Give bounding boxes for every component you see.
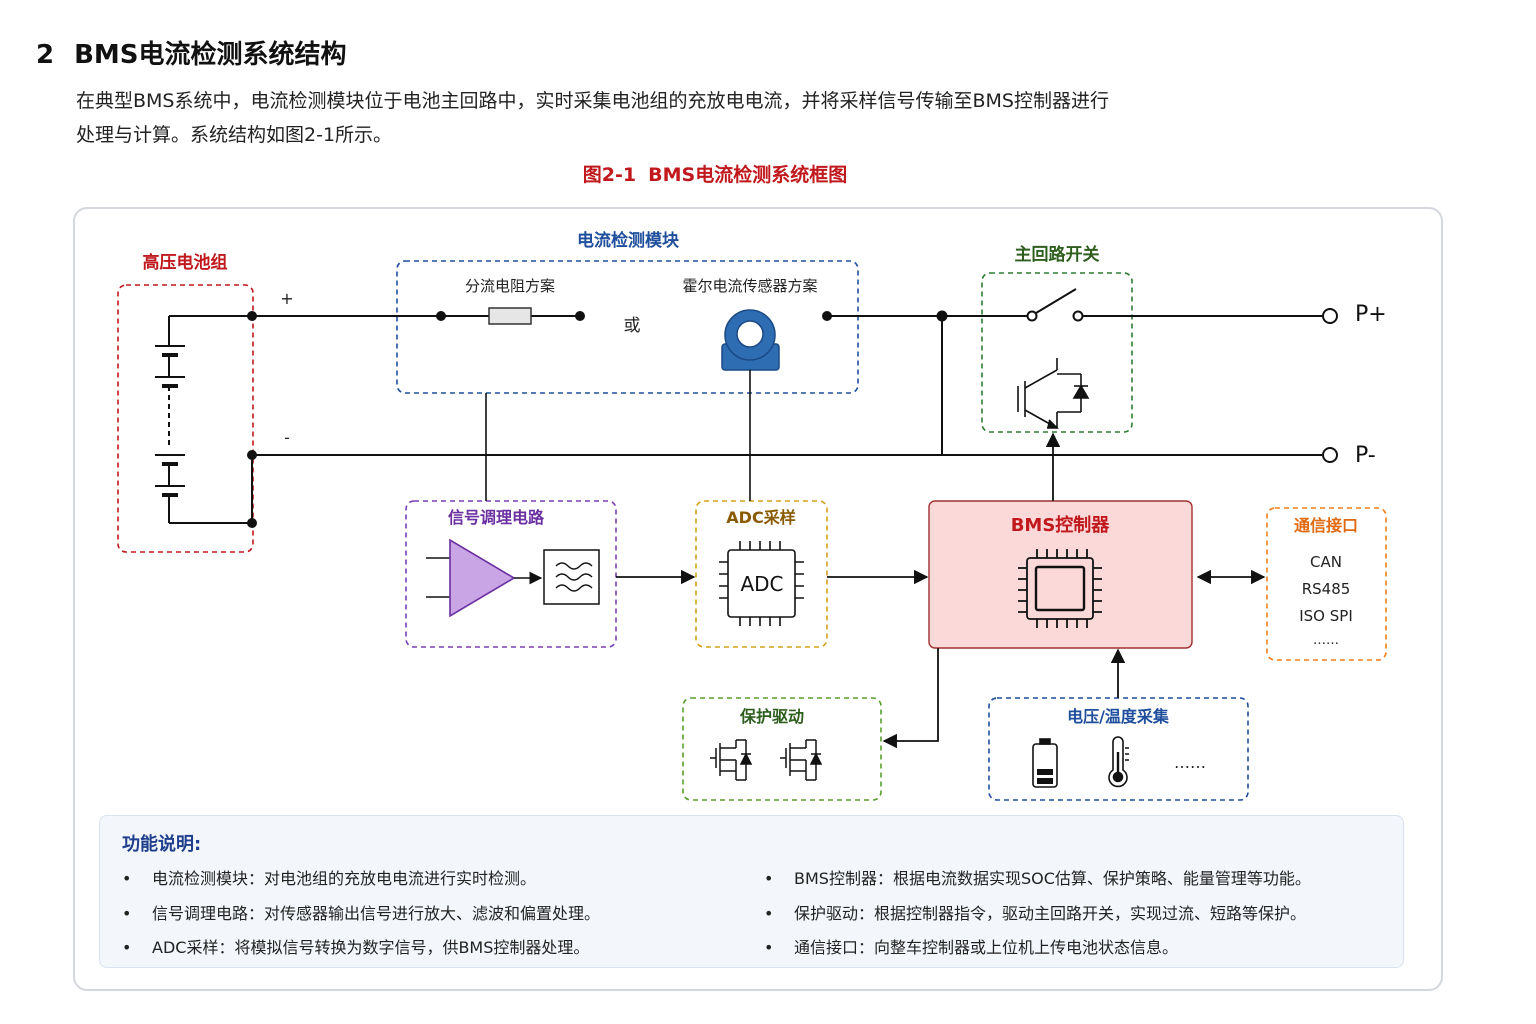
comm-interface-label: 通信接口 — [1294, 516, 1358, 535]
igbt-icon — [1017, 358, 1090, 429]
comm-item-can: CAN — [1310, 553, 1342, 571]
hall-sensor-icon — [721, 309, 780, 371]
adc-chip-icon — [719, 541, 804, 626]
hall-label: 霍尔电流传感器方案 — [682, 277, 817, 295]
note-text: ADC采样：将模拟信号转换为数字信号，供BMS控制器处理。 — [152, 938, 590, 957]
bms-controller-box — [928, 500, 1193, 649]
mosfet-icon-1 — [710, 739, 753, 781]
main-switch-label: 主回路开关 — [1015, 244, 1100, 265]
switch-icon — [1026, 288, 1084, 322]
notes-title: 功能说明: — [122, 834, 202, 855]
current-module-box — [396, 260, 859, 394]
adc-label: ADC采样 — [726, 508, 795, 527]
voltage-temp-label: 电压/温度采集 — [1067, 707, 1170, 726]
terminal-circles — [1322, 308, 1338, 463]
section-title: 2 BMS电流检测系统结构 — [36, 34, 347, 71]
shunt-label: 分流电阻方案 — [465, 277, 555, 295]
comm-item-isospi: ISO SPI — [1299, 607, 1353, 625]
diagram-frame — [73, 207, 1443, 991]
figure-caption: 图2-1 BMS电流检测系统框图 — [0, 160, 1430, 187]
note-text: BMS控制器：根据电流数据实现SOC估算、保护策略、能量管理等功能。 — [794, 869, 1311, 888]
notes-right-list: •BMS控制器：根据电流数据实现SOC估算、保护策略、能量管理等功能。 •保护驱… — [764, 862, 1311, 966]
or-label: 或 — [624, 316, 641, 336]
note-text: 保护驱动：根据控制器指令，驱动主回路开关，实现过流、短路等保护。 — [794, 903, 1307, 923]
list-item: •ADC采样：将模拟信号转换为数字信号，供BMS控制器处理。 — [122, 938, 590, 957]
main-switch-box — [981, 272, 1133, 433]
list-item: •BMS控制器：根据电流数据实现SOC估算、保护策略、能量管理等功能。 — [764, 869, 1311, 888]
intro-line-2: 处理与计算。系统结构如图2-1所示。 — [76, 124, 393, 146]
shunt-resistor-icon — [488, 307, 532, 325]
section-title-text: BMS电流检测系统结构 — [74, 40, 347, 70]
voltage-temp-more: …… — [1174, 753, 1206, 772]
section-number: 2 — [36, 40, 55, 70]
terminal-p-plus: P+ — [1355, 302, 1387, 327]
note-text: 通信接口：向整车控制器或上位机上传电池状态信息。 — [794, 938, 1179, 957]
adc-box — [695, 500, 828, 648]
battery-pack-box — [117, 284, 254, 553]
protection-driver-box — [682, 697, 882, 801]
signal-conditioning-box — [405, 500, 617, 648]
signal-wires — [485, 370, 751, 501]
list-item: •保护驱动：根据控制器指令，驱动主回路开关，实现过流、短路等保护。 — [764, 903, 1307, 923]
signal-arrows — [616, 432, 1266, 749]
junction-dots — [247, 310, 948, 528]
filter-icon — [543, 549, 600, 605]
thermometer-icon — [1108, 736, 1129, 788]
terminal-p-minus: P- — [1355, 443, 1376, 468]
notes-left-list: •电流检测模块：对电池组的充放电电流进行实时检测。 •信号调理电路：对传感器输出… — [122, 862, 600, 966]
battery-pack-label: 高压电池组 — [143, 252, 228, 273]
protection-driver-label: 保护驱动 — [739, 707, 804, 726]
battery-cells-icon — [155, 315, 253, 524]
comm-interface-box — [1266, 507, 1387, 661]
main-circuit-wires — [252, 315, 1322, 456]
battery-level-icon — [1032, 738, 1058, 788]
comm-item-rs485: RS485 — [1302, 580, 1351, 598]
intro-line-1: 在典型BMS系统中，电流检测模块位于电池主回路中，实时采集电池组的充放电电流，并… — [76, 90, 1109, 112]
function-notes-panel: 功能说明: •电流检测模块：对电池组的充放电电流进行实时检测。 •信号调理电路：… — [99, 815, 1404, 968]
mosfet-icon-2 — [780, 739, 823, 781]
figure-title: BMS电流检测系统框图 — [648, 164, 848, 186]
figure-number: 图2-1 — [582, 164, 637, 186]
current-module-label: 电流检测模块 — [577, 230, 680, 251]
controller-chip-icon — [1018, 549, 1102, 628]
intro-paragraph: 在典型BMS系统中，电流检测模块位于电池主回路中，实时采集电池组的充放电电流，并… — [76, 84, 1276, 152]
comm-item-more: …… — [1313, 633, 1339, 648]
signal-conditioning-label: 信号调理电路 — [448, 508, 545, 527]
battery-plus-sign: + — [280, 289, 293, 308]
note-text: 电流检测模块：对电池组的充放电电流进行实时检测。 — [152, 869, 537, 888]
adc-chip-label: ADC — [740, 572, 783, 596]
list-item: •电流检测模块：对电池组的充放电电流进行实时检测。 — [122, 869, 537, 888]
list-item: •通信接口：向整车控制器或上位机上传电池状态信息。 — [764, 938, 1179, 957]
note-text: 信号调理电路：对传感器输出信号进行放大、滤波和偏置处理。 — [152, 903, 601, 923]
bms-controller-label: BMS控制器 — [1011, 514, 1111, 536]
battery-minus-sign: - — [284, 428, 290, 447]
list-item: •信号调理电路：对传感器输出信号进行放大、滤波和偏置处理。 — [122, 903, 601, 923]
amplifier-icon — [426, 538, 543, 618]
